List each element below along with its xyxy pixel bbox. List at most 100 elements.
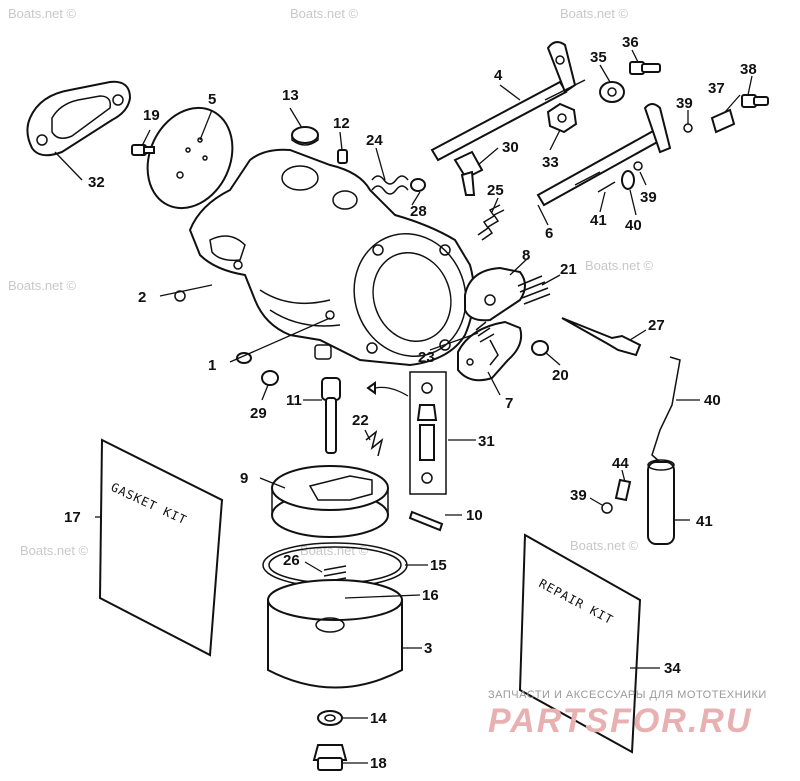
part-19-screw [131, 144, 155, 156]
part-2-clip [174, 290, 186, 302]
part-9-float [271, 465, 389, 538]
carburetor-body [188, 148, 475, 367]
callout-34: 34 [664, 660, 681, 677]
callout-36: 36 [622, 34, 639, 51]
part-22-spring [365, 430, 384, 457]
part-29-screw [261, 370, 279, 386]
watermark: Boats.net © [560, 6, 629, 21]
callout-20: 20 [552, 367, 569, 384]
leader-arrow [374, 386, 409, 397]
callout-27: 27 [648, 317, 665, 334]
callout-18: 18 [370, 755, 387, 772]
callout-2: 2 [138, 289, 146, 306]
watermark: Boats.net © [290, 6, 359, 21]
part-39-clip [601, 502, 613, 514]
callout-5: 5 [208, 91, 216, 108]
part-10-float-pin [408, 510, 444, 532]
callout-11: 11 [286, 392, 302, 409]
callout-10: 10 [466, 507, 483, 524]
watermark: Boats.net © [300, 543, 369, 558]
part-23-spring [475, 321, 495, 343]
callout-3: 3 [424, 640, 432, 657]
callout-25: 25 [487, 182, 504, 199]
part-27-mixture-needle [561, 317, 642, 357]
watermark: Boats.net © [8, 278, 77, 293]
part-34-repair-kit: REPAIR KIT [518, 533, 642, 754]
part-8-lever [464, 266, 526, 322]
callout-4: 4 [494, 67, 503, 84]
callout-22: 22 [352, 412, 369, 429]
callout-21: 21 [560, 261, 577, 278]
part-40-washer [621, 170, 635, 190]
part-32-flange-gasket [26, 80, 132, 157]
callout-33: 33 [542, 154, 559, 171]
callout-9: 9 [240, 470, 248, 487]
callout-35: 35 [590, 49, 607, 66]
callout-14: 14 [370, 710, 387, 727]
part-37-bushing [710, 108, 736, 134]
callout-29: 29 [250, 405, 267, 422]
part-43-float [647, 459, 675, 545]
callout-17: 17 [64, 509, 81, 526]
part-7-plate [457, 320, 523, 382]
callout-7: 7 [505, 395, 513, 412]
part-30-fuel-fitting [453, 150, 484, 196]
leader-lines [54, 49, 753, 764]
callout-39-lower: 39 [570, 487, 587, 504]
part-33-nut [546, 102, 578, 134]
banner-caption: ЗАПЧАСТИ И АКСЕССУАРЫ ДЛЯ МОТОТЕХНИКИ [488, 689, 767, 701]
watermark: Boats.net © [585, 258, 654, 273]
watermark: Boats.net © [20, 543, 89, 558]
part-38-screw [741, 94, 769, 108]
callout-43: 41 [696, 513, 713, 530]
banner-logo: PARTSFOR.RU [488, 702, 752, 740]
part-13-plug [291, 126, 319, 146]
part-14-washer [317, 710, 343, 726]
part-4-throttle-shaft [430, 41, 586, 162]
callout-41: 41 [590, 212, 607, 229]
part-17-gasket-kit: GASKET KIT [98, 438, 224, 657]
part-41-pin [597, 181, 616, 193]
callout-23: 23 [418, 349, 435, 366]
part-26-spring [323, 565, 347, 589]
callout-40: 40 [625, 217, 642, 234]
callout-39-middle: 39 [640, 189, 657, 206]
part-25-spring [477, 204, 505, 241]
site-banner: ЗАПЧАСТИ И АКСЕССУАРЫ ДЛЯ МОТОТЕХНИКИ PA… [488, 689, 767, 740]
part-24-spring [371, 175, 409, 195]
part-31-inlet-valve [409, 371, 447, 495]
callout-44: 44 [612, 455, 629, 472]
part-1-washer [236, 352, 252, 364]
part-28-screw [410, 178, 426, 192]
callout-30: 30 [502, 139, 519, 156]
part-12-pin [337, 149, 348, 164]
callout-19: 19 [143, 107, 160, 124]
part-21-spring [517, 275, 551, 305]
callout-numbers: 32 19 5 13 12 24 4 35 36 38 37 39 30 33 … [64, 34, 757, 772]
watermark: Boats.net © [570, 538, 639, 553]
callout-28: 28 [410, 203, 427, 220]
part-20-screw [531, 340, 549, 356]
part-6-choke-shaft [536, 103, 672, 207]
part-44-pin [614, 478, 632, 502]
callout-24: 24 [366, 132, 383, 149]
part-18-drain-plug [312, 744, 348, 771]
watermark: Boats.net © [8, 6, 77, 21]
callout-6: 6 [545, 225, 553, 242]
callout-38: 38 [740, 61, 757, 78]
callout-12: 12 [333, 115, 350, 132]
callout-37: 37 [708, 80, 725, 97]
callout-31: 31 [478, 433, 495, 450]
callout-13: 13 [282, 87, 299, 104]
callout-42: 40 [704, 392, 721, 409]
callout-26: 26 [283, 552, 300, 569]
callout-15: 15 [430, 557, 447, 574]
callout-32: 32 [88, 174, 105, 191]
part-36-screw [629, 61, 661, 75]
part-11-nozzle [321, 377, 341, 454]
callout-8: 8 [522, 247, 530, 264]
part-42-float-arm [651, 356, 681, 463]
part-35-bushing [599, 81, 625, 103]
